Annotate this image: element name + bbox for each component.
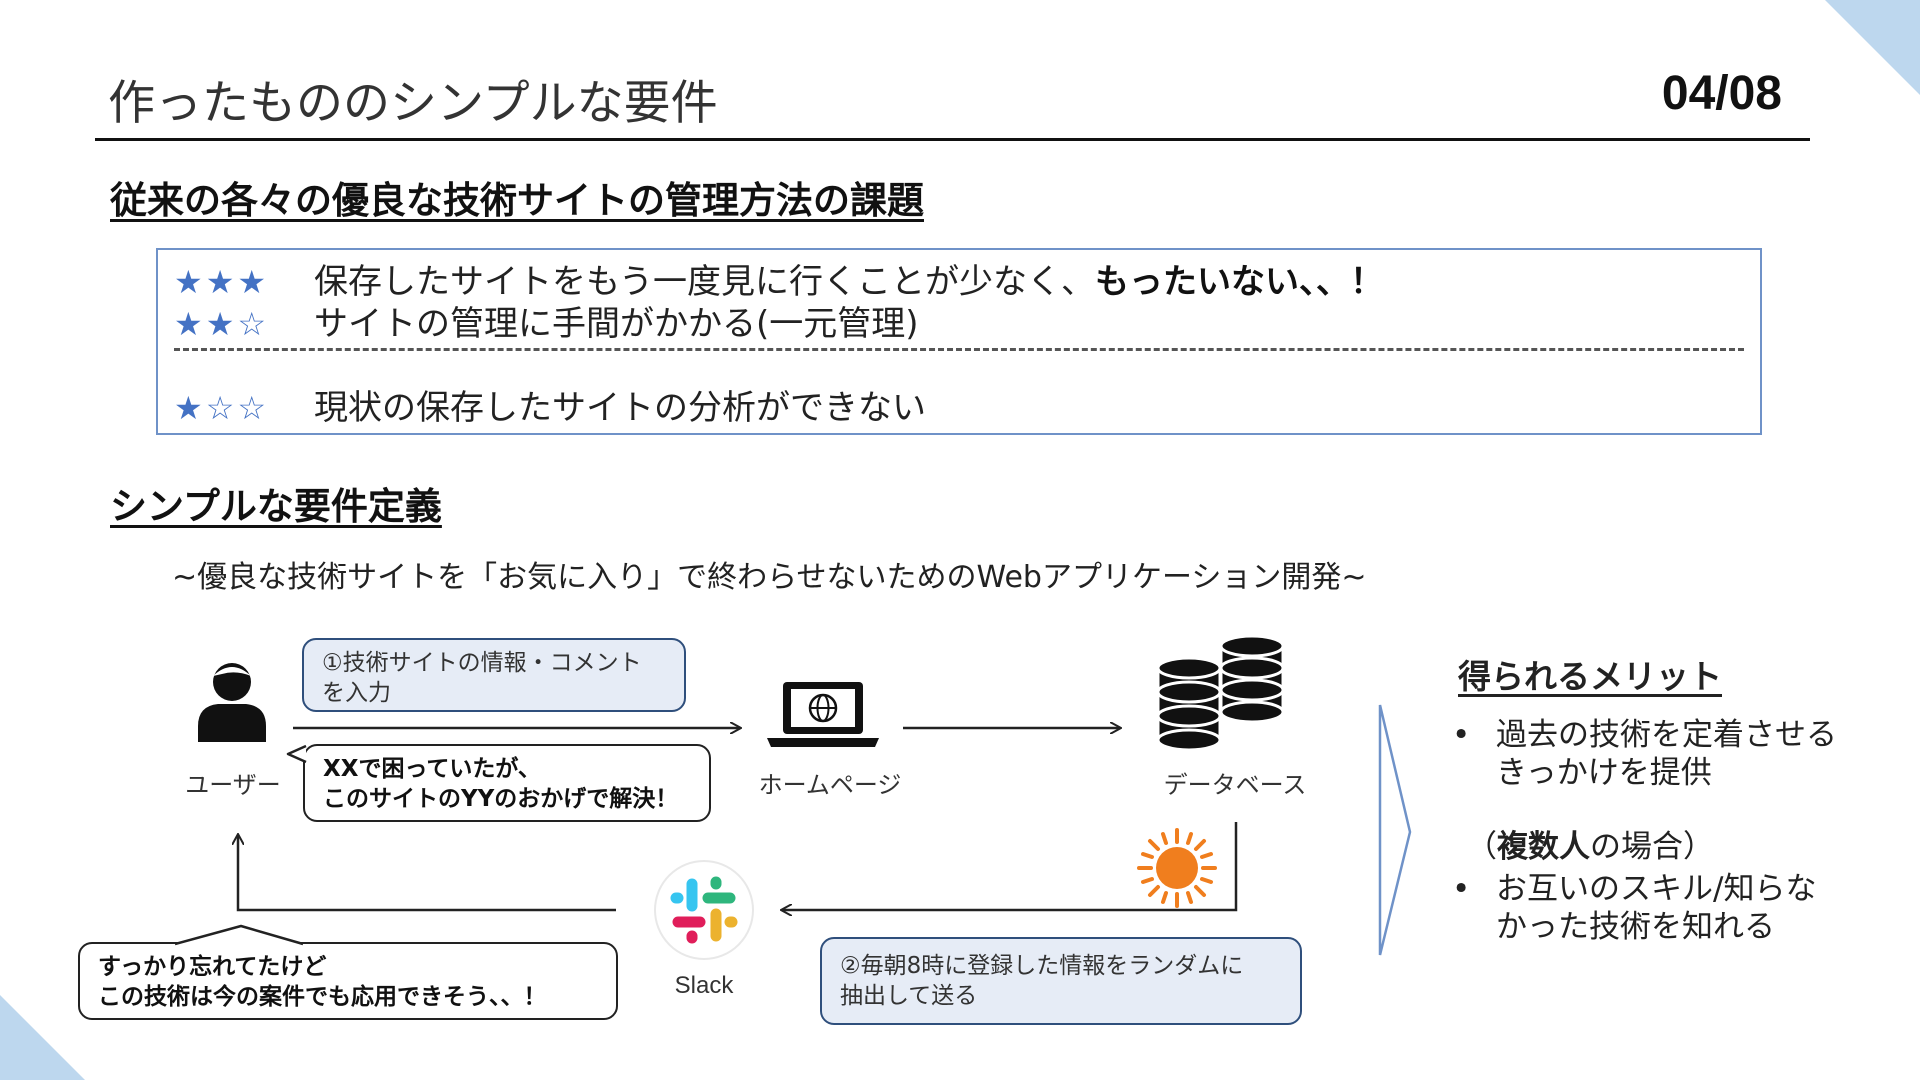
- callout-user-comment: XXで困っていたが、 このサイトのYYのおかげで解決！: [303, 744, 711, 822]
- slack-icon: [654, 860, 754, 960]
- issue-text: 現状の保存したサイトの分析ができない: [314, 388, 926, 428]
- corner-decoration-bottom-left: [0, 995, 85, 1080]
- corner-decoration-top-right: [1825, 0, 1920, 95]
- callout-schedule: ②毎朝8時に登録した情報をランダムに 抽出して送る: [820, 937, 1302, 1025]
- issue-row-1: ★★★ 保存したサイトをもう一度見に行くことが少なく、もったいない、、！: [174, 254, 1384, 303]
- page-number: 04/08: [1661, 67, 1782, 120]
- bullet: •: [1452, 871, 1471, 907]
- issue-emphasis: もったいない、、！: [1094, 262, 1384, 302]
- homepage-label: ホームページ: [758, 771, 902, 799]
- issue-row-2: ★★☆ サイトの管理に手間がかかる(一元管理): [174, 296, 919, 345]
- title-divider: [95, 138, 1810, 141]
- user-label: ユーザー: [185, 771, 281, 799]
- issues-heading: 従来の各々の優良な技術サイトの管理方法の課題: [110, 179, 924, 222]
- callout-tail: [286, 744, 307, 764]
- issue-row-3: ★☆☆ 現状の保存したサイトの分析ができない: [174, 380, 926, 429]
- requirements-heading: シンプルな要件定義: [110, 485, 442, 528]
- user-icon: [198, 663, 266, 742]
- bullet: •: [1452, 717, 1471, 753]
- laptop-icon: [767, 682, 879, 747]
- issues-box: ★★★ 保存したサイトをもう一度見に行くことが少なく、もったいない、、！ ★★☆ サ…: [156, 248, 1762, 435]
- rating-stars: ★☆☆: [174, 389, 270, 427]
- sun-icon: [1137, 828, 1217, 908]
- database-label: データベース: [1163, 771, 1307, 799]
- merits-heading: 得られるメリット: [1458, 657, 1722, 696]
- merit-item-1: • 過去の技術を定着させる きっかけを提供: [1452, 717, 1837, 791]
- merit-chevron-arrow: [1378, 704, 1412, 956]
- arrow-slack-to-user: [238, 835, 616, 912]
- page-title: 作ったもののシンプルな要件: [108, 76, 718, 131]
- merit-case-label: （複数人の場合）: [1466, 829, 1714, 865]
- slack-label: Slack: [674, 972, 734, 999]
- requirements-subtitle: ~優良な技術サイトを「お気に入り」で終わらせないためのWebアプリケーション開発…: [172, 560, 1367, 595]
- merit-item-2: • お互いのスキル/知らな かった技術を知れる: [1452, 871, 1817, 945]
- dashed-divider: [174, 348, 1744, 351]
- rating-stars: ★★☆: [174, 305, 270, 343]
- callout-tail: [175, 924, 304, 946]
- rating-stars: ★★★: [174, 263, 270, 301]
- issue-text: サイトの管理に手間がかかる(一元管理): [314, 304, 919, 344]
- issue-text: 保存したサイトをもう一度見に行くことが少なく、: [314, 262, 1095, 302]
- arrow-database-to-slack: [782, 822, 1238, 910]
- callout-reminder: すっかり忘れてたけど この技術は今の案件でも応用できそう、、！: [78, 942, 618, 1020]
- database-icon: [1156, 634, 1285, 752]
- callout-input-info: ①技術サイトの情報・コメント を入力: [302, 638, 686, 712]
